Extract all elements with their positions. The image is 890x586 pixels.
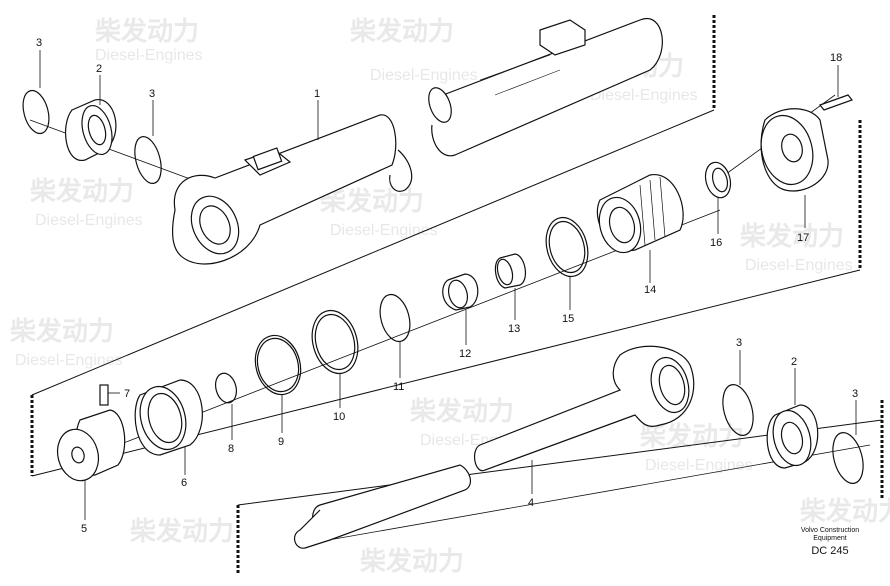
watermark-cn-2: 柴发动力 (349, 16, 454, 47)
seal-15 (545, 216, 589, 278)
watermark-cn-5: 柴发动力 (319, 186, 424, 217)
watermark-cn-4: 柴发动力 (29, 176, 134, 207)
callout-16: 16 (710, 237, 722, 249)
caption-code: DC 245 (811, 545, 849, 557)
cylinder-barrel (172, 17, 663, 265)
callout-8: 8 (228, 443, 234, 455)
frame-line-mid-upper (31, 109, 715, 396)
leader-lines (39, 50, 857, 520)
watermark-en-9: Diesel-Engines (645, 457, 753, 474)
bearing-lower (722, 384, 864, 484)
ring-8 (214, 372, 238, 404)
watermark-en-3: Diesel-Engines (590, 87, 698, 104)
watermark-cn-8: 柴发动力 (409, 396, 514, 427)
watermark-en-6: Diesel-Engines (745, 257, 853, 274)
callout-11: 11 (393, 381, 404, 393)
piston-rod (293, 345, 695, 549)
callout-12: 12 (459, 348, 471, 360)
ring-10 (311, 309, 359, 375)
cylinder-head-parts (704, 94, 853, 199)
watermark-en-2: Diesel-Engines (370, 67, 478, 84)
watermark-en-7: Diesel-Engines (15, 352, 123, 369)
callout-14: 14 (644, 284, 656, 296)
callout-5: 5 (81, 523, 87, 535)
callout-3-lower-right: 3 (852, 388, 858, 400)
callout-2-lower: 2 (791, 356, 797, 368)
bearing-upper (22, 89, 162, 184)
watermark-cn-10: 柴发动力 (129, 516, 234, 547)
seals-middle (214, 216, 589, 404)
caption-line-2: Equipment (813, 535, 847, 542)
bushing-13 (494, 253, 527, 289)
callout-17: 17 (797, 232, 809, 244)
watermark-cn-12: 柴发动力 (799, 496, 890, 527)
watermark-cn-7: 柴发动力 (9, 316, 114, 347)
screw-7 (99, 384, 109, 406)
callout-4: 4 (528, 497, 534, 509)
callout-1: 1 (314, 88, 320, 100)
watermark-en-4: Diesel-Engines (35, 212, 143, 229)
callout-2-upper: 2 (96, 63, 102, 75)
callout-13: 13 (508, 323, 520, 335)
oring-9 (254, 334, 302, 396)
watermark-cn-1: 柴发动力 (94, 16, 199, 47)
watermark-cn-6: 柴发动力 (739, 221, 844, 252)
callout-3-upper-left: 3 (36, 37, 42, 49)
diagram-caption: Volvo Construction Equipment DC 245 (790, 527, 870, 558)
callout-10: 10 (333, 411, 345, 423)
callout-7: 7 (124, 388, 130, 400)
piston (596, 174, 684, 254)
caption-line-1: Volvo Construction (800, 527, 860, 534)
callout-9: 9 (278, 436, 284, 448)
watermark-en-5: Diesel-Engines (330, 222, 438, 239)
gland-parts (56, 379, 203, 482)
callout-3-lower: 3 (736, 337, 742, 349)
callout-18: 18 (830, 52, 842, 64)
callout-labels: 3 2 3 1 18 17 16 14 15 13 12 11 10 9 8 7… (36, 37, 858, 535)
watermark-cn-11: 柴发动力 (359, 546, 464, 577)
callout-3-upper: 3 (149, 88, 155, 100)
watermark-en-1: Diesel-Engines (95, 47, 203, 64)
callout-15: 15 (562, 313, 574, 325)
circlip-11 (379, 293, 411, 343)
callout-6: 6 (181, 477, 187, 489)
